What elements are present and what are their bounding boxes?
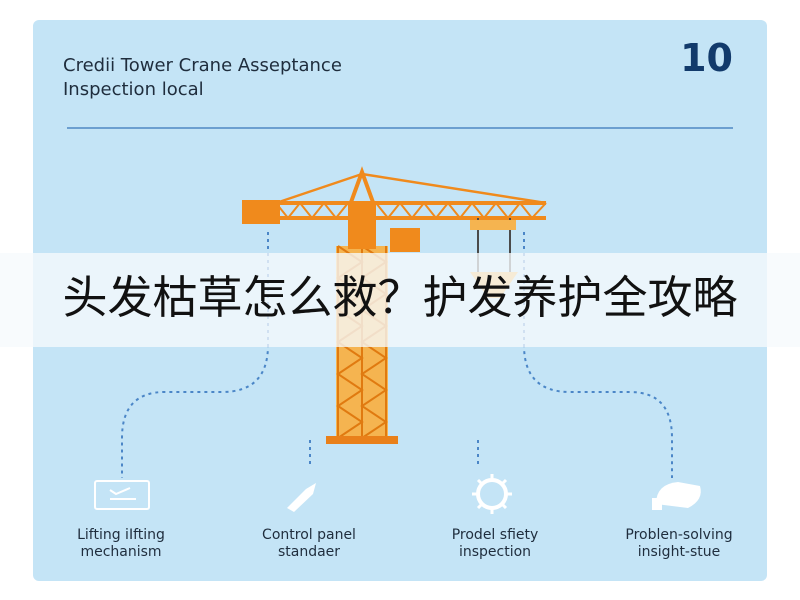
feature-label-line-2: inspection: [458, 544, 532, 560]
connector-lines: [121, 232, 673, 478]
feature-label-safety: Prodel sfiety inspection: [410, 527, 580, 561]
feature-label-lifting: Lifting iIfting mechanism: [36, 527, 206, 561]
title-line-2: Inspection local: [63, 79, 204, 100]
feature-label-line-2: standaer: [277, 544, 341, 560]
crane-peak: [348, 166, 376, 206]
panel-pen-icon: [287, 483, 316, 512]
feature-label-line-1: Problen-solving: [625, 527, 733, 543]
feature-label-control: Control panel standaer: [224, 527, 394, 561]
counterweight: [242, 200, 280, 224]
connector-left-outer: [121, 232, 269, 478]
page-number: 10: [680, 36, 733, 80]
lightbulb-icon: [652, 482, 701, 510]
feature-label-line-2: insight-stue: [637, 544, 721, 560]
banner-headline: 头发枯草怎么救？护发养护全攻略: [62, 271, 738, 324]
feature-label-line-1: Lifting iIfting: [77, 527, 165, 543]
overlay-banner: [0, 253, 800, 347]
feature-label-line-1: Control panel: [262, 527, 356, 543]
feature-label-line-2: mechanism: [80, 544, 162, 560]
title-line-1: Credii Tower Crane Asseptance: [63, 55, 342, 76]
hanging-block: [390, 228, 420, 252]
feature-label-problem: Problen-solving insight-stue: [594, 527, 764, 561]
feature-label-line-1: Prodel sfiety: [451, 527, 539, 543]
crane-jib: [275, 172, 547, 220]
monitor-crane-icon: [94, 480, 150, 510]
title-divider: [67, 127, 733, 129]
diagram-title: Credii Tower Crane Asseptance Inspection…: [63, 54, 483, 102]
crane-cab: [348, 205, 376, 249]
gear-icon: [472, 474, 512, 514]
